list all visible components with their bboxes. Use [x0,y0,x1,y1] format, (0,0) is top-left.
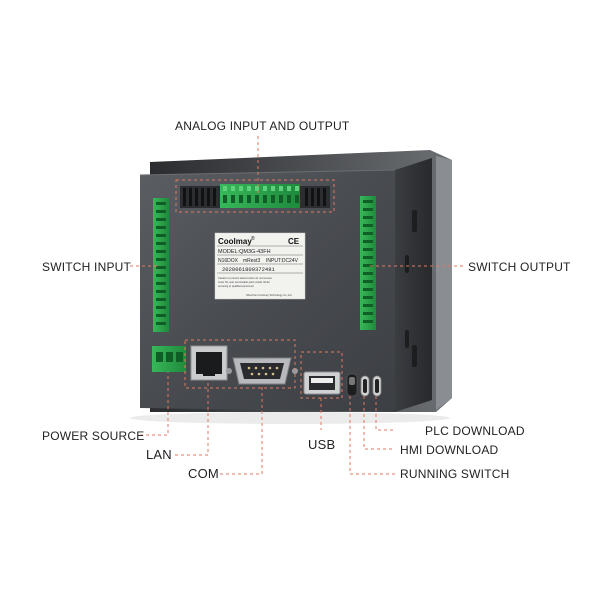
housing-side [395,158,432,412]
running-switch [346,373,358,397]
label-warning-2: cover No user serviceable parts inside. … [218,280,270,284]
plc-download-port [372,375,382,397]
switch-output-terminals [360,196,376,330]
label-model: MODEL:QM3G-43FH [218,249,271,255]
product-label: Coolmay ® CE MODEL:QM3G-43FH N16DOX mRes… [214,232,306,300]
callout-lan: LAN [146,447,172,462]
label-warning-1: Caution to prevent electrocution do not … [218,276,272,280]
callout-hmi-download: HMI DOWNLOAD [400,443,499,457]
hmi-download-port [360,375,370,397]
com-port [226,357,298,385]
callout-power-source: POWER SOURCE [42,429,145,443]
lan-port [190,345,228,381]
callout-switch-input: SWITCH INPUT [42,260,132,274]
callout-running-switch: RUNNING SWITCH [400,467,510,481]
label-brand: Coolmay [218,237,252,246]
power-terminal [152,346,186,372]
switch-input-terminals [153,198,169,332]
callout-com: COM [188,466,219,481]
analog-terminal-block [220,184,300,208]
label-maker: Shenzhen Coolmay Technology Co.,Ltd [246,293,292,297]
label-warning-3: servicing to qualified personnel [218,284,254,288]
callout-lines [130,136,465,475]
callout-analog-io: ANALOG INPUT AND OUTPUT [175,119,350,133]
callout-plc-download: PLC DOWNLOAD [425,424,525,438]
usb-port [303,371,341,395]
callout-switch-output: SWITCH OUTPUT [468,260,571,274]
label-ce-mark: CE [288,237,300,246]
callout-usb: USB [308,437,336,452]
label-serial: 2020061800372481 [222,266,276,273]
label-brand-mark: ® [251,235,255,242]
label-spec-b: mRest3 [243,258,260,264]
label-input: INPUT:DC24V [266,258,299,264]
label-spec-a: N16DOX [218,258,239,264]
